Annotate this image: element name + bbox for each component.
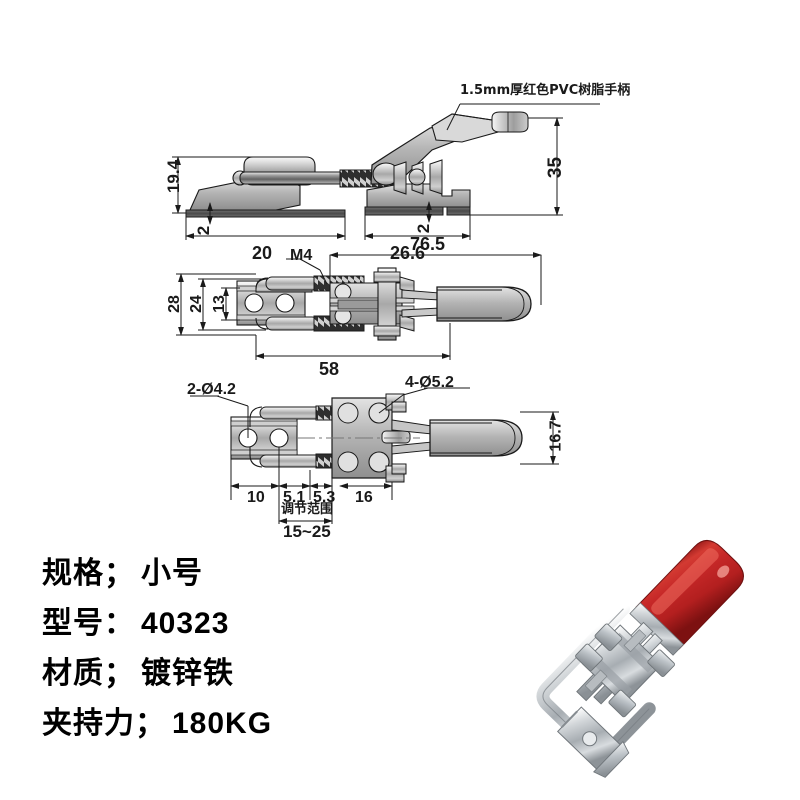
spec-value-material: 镀锌铁 (141, 656, 234, 691)
dim-13: 13 (210, 295, 228, 313)
dim-19-4: 19.4 (164, 159, 184, 194)
spec-row-holding-force: 夹持力； 180KG (42, 698, 372, 748)
dim-16: 16 (355, 489, 373, 506)
bottom-plan-dimensions (190, 387, 559, 524)
dim-20: 20 (252, 243, 273, 263)
spec-row-size: 规格； 小号 (42, 548, 372, 598)
dim-24: 24 (187, 295, 205, 313)
spec-row-material: 材质； 镀锌铁 (42, 648, 372, 698)
spec-list: 规格； 小号 型号： 40323 材质； 镀锌铁 夹持力； 180KG (42, 548, 372, 748)
dim-28: 28 (165, 295, 183, 313)
spec-value-model: 40323 (141, 607, 230, 640)
dim-4-dia-5-2: 4-Ø5.2 (405, 374, 454, 391)
spec-label-holding-force: 夹持力； (42, 706, 166, 741)
spec-label-material: 材质； (42, 656, 135, 691)
dim-adjust-range-value: 15~25 (283, 522, 331, 541)
dim-5-1: 5.1 (283, 489, 306, 506)
spec-label-model: 型号： (42, 606, 135, 641)
dim-10: 10 (247, 489, 265, 506)
bottom-plan-geometry (230, 393, 523, 483)
top-plan-geometry (236, 267, 532, 341)
spec-value-holding-force: 180KG (172, 707, 273, 740)
dim-m4: M4 (290, 247, 313, 264)
spec-row-model: 型号： 40323 (42, 598, 372, 648)
label-adjust-range: 调节范围 (281, 502, 334, 517)
top-plan-dimensions (176, 252, 542, 360)
side-elevation-geometry (185, 111, 529, 218)
dim-26-6: 26.6 (390, 243, 426, 263)
dim-2-left: 2 (194, 225, 214, 236)
spec-value-size: 小号 (141, 556, 203, 591)
note-pvc-handle: 1.5mm厚红色PVC树脂手柄 (460, 83, 631, 98)
dim-35: 35 (545, 156, 567, 179)
toggle-latch-clamp-photo (536, 539, 744, 778)
dim-76-5: 76.5 (410, 234, 446, 254)
spec-label-size: 规格； (42, 556, 135, 591)
dim-2-dia-4-2: 2-Ø4.2 (187, 381, 236, 398)
technical-drawing (172, 103, 600, 524)
dim-16-7: 16.7 (547, 420, 565, 452)
dim-2-right: 2 (414, 223, 434, 234)
dim-5-3: 5.3 (313, 489, 336, 506)
dim-58: 58 (319, 359, 340, 379)
side-elevation-dimensions (172, 103, 600, 240)
